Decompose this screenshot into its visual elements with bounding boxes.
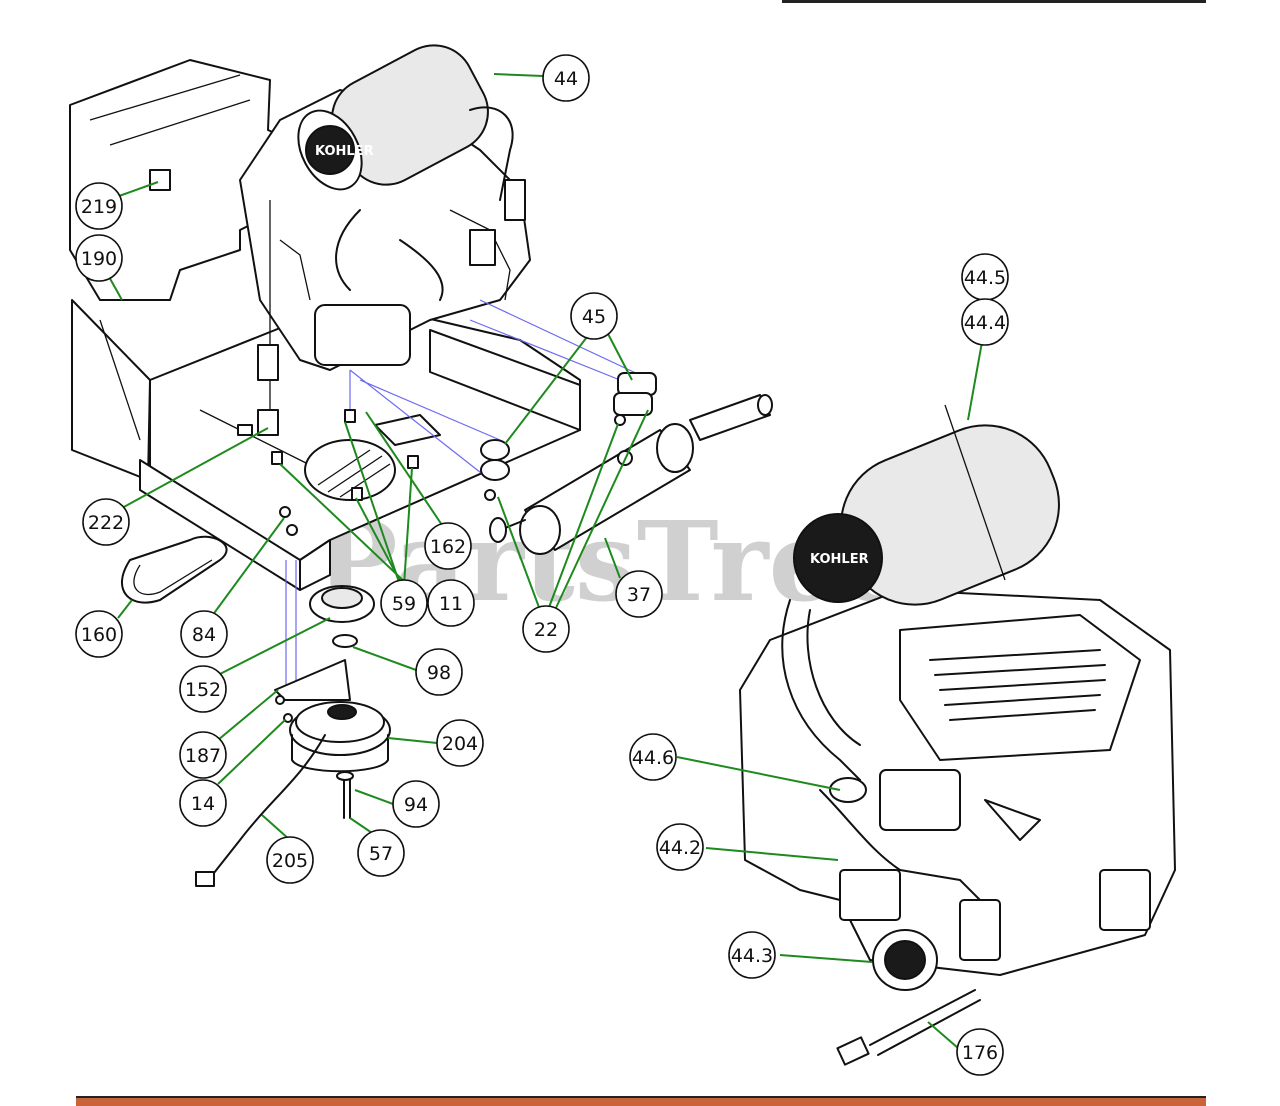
svg-text:44.5: 44.5 xyxy=(964,267,1006,289)
callout-162[interactable]: 162 xyxy=(424,522,472,570)
clutch-pulley-stack xyxy=(195,585,391,887)
callout-190[interactable]: 190 xyxy=(75,234,123,282)
callout-222[interactable]: 222 xyxy=(82,498,130,546)
svg-text:84: 84 xyxy=(192,624,216,646)
svg-text:37: 37 xyxy=(627,584,651,606)
callout-44-6[interactable]: 44.6 xyxy=(629,733,677,781)
upper-engine: KOHLER xyxy=(239,44,531,436)
svg-text:176: 176 xyxy=(962,1042,998,1064)
callout-152[interactable]: 152 xyxy=(179,665,227,713)
svg-text:160: 160 xyxy=(81,624,117,646)
svg-text:98: 98 xyxy=(427,662,451,684)
svg-text:204: 204 xyxy=(442,733,478,755)
callout-98[interactable]: 98 xyxy=(415,648,463,696)
air-filter-brand-lower: KOHLER xyxy=(810,552,869,567)
footer-bar xyxy=(76,1096,1206,1106)
callout-204[interactable]: 204 xyxy=(436,719,484,767)
callout-14[interactable]: 14 xyxy=(179,779,227,827)
svg-text:222: 222 xyxy=(88,512,124,534)
svg-text:11: 11 xyxy=(439,593,463,615)
header-rule xyxy=(782,0,1206,3)
svg-text:94: 94 xyxy=(404,794,428,816)
svg-text:44: 44 xyxy=(554,68,578,90)
callout-94[interactable]: 94 xyxy=(392,780,440,828)
svg-text:44.3: 44.3 xyxy=(731,945,773,967)
callout-59[interactable]: 59 xyxy=(380,579,428,627)
callout-22[interactable]: 22 xyxy=(522,605,570,653)
callouts: 44 219 190 45 44.5 44.4 222 162 59 11 37… xyxy=(75,54,1009,1076)
svg-text:59: 59 xyxy=(392,593,416,615)
svg-text:219: 219 xyxy=(81,196,117,218)
svg-text:44.4: 44.4 xyxy=(964,312,1006,334)
svg-text:190: 190 xyxy=(81,248,117,270)
callout-11[interactable]: 11 xyxy=(427,579,475,627)
svg-text:162: 162 xyxy=(430,536,466,558)
callout-187[interactable]: 187 xyxy=(179,731,227,779)
callout-57[interactable]: 57 xyxy=(357,829,405,877)
callout-44-4[interactable]: 44.4 xyxy=(961,298,1009,346)
callout-84[interactable]: 84 xyxy=(180,610,228,658)
svg-text:187: 187 xyxy=(185,745,221,767)
air-filter-brand-upper: KOHLER xyxy=(315,144,374,159)
callout-44[interactable]: 44 xyxy=(542,54,590,102)
assembly-guides-upper xyxy=(285,299,641,690)
full-engine-view: KOHLER xyxy=(739,404,1176,1066)
svg-text:22: 22 xyxy=(534,619,558,641)
callout-44-2[interactable]: 44.2 xyxy=(656,823,704,871)
svg-text:44.6: 44.6 xyxy=(632,747,674,769)
callout-205[interactable]: 205 xyxy=(266,836,314,884)
svg-text:57: 57 xyxy=(369,843,393,865)
svg-text:44.2: 44.2 xyxy=(659,837,701,859)
hardware-bolts xyxy=(237,409,419,536)
svg-text:14: 14 xyxy=(191,793,215,815)
callout-44-5[interactable]: 44.5 xyxy=(961,253,1009,301)
svg-text:45: 45 xyxy=(582,306,606,328)
muffler-assembly xyxy=(480,372,773,555)
callout-37[interactable]: 37 xyxy=(615,570,663,618)
svg-text:152: 152 xyxy=(185,679,221,701)
callout-44-3[interactable]: 44.3 xyxy=(728,931,776,979)
cooling-grille xyxy=(929,649,1106,721)
callout-45[interactable]: 45 xyxy=(570,292,618,340)
svg-text:205: 205 xyxy=(272,850,308,872)
callout-160[interactable]: 160 xyxy=(75,610,123,658)
callout-219[interactable]: 219 xyxy=(75,182,123,230)
callout-176[interactable]: 176 xyxy=(956,1028,1004,1076)
leader-lines xyxy=(107,73,983,1049)
